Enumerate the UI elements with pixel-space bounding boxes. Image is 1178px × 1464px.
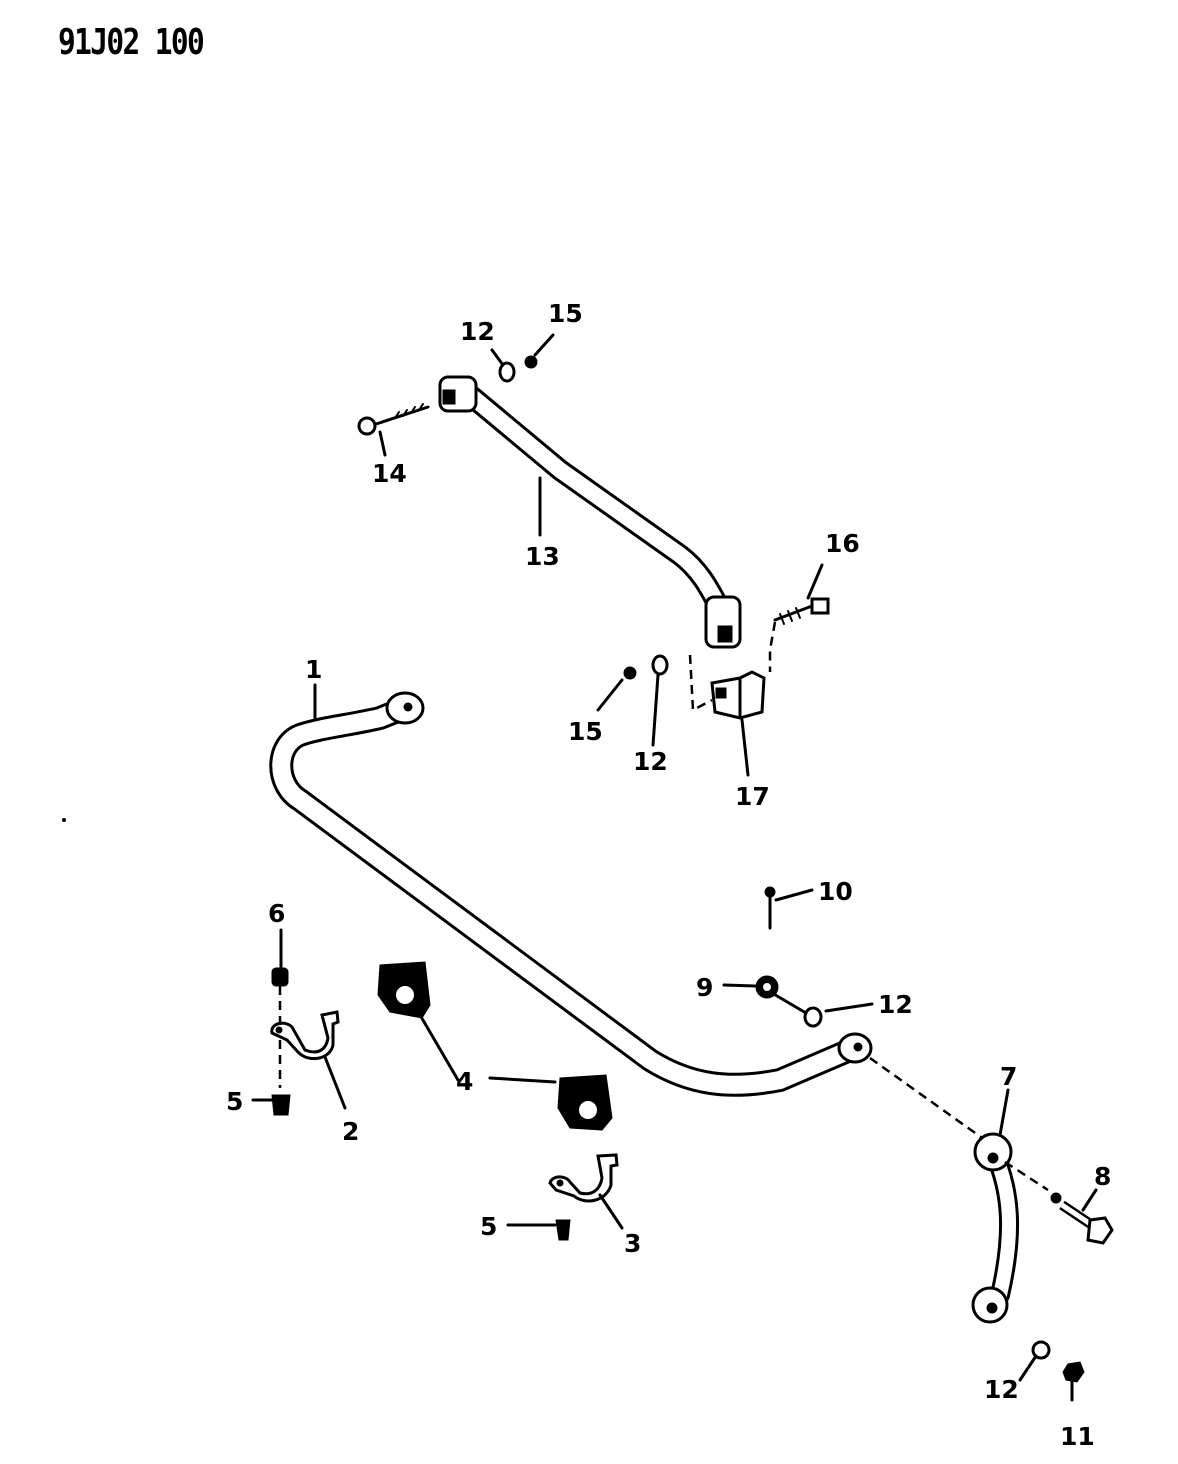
nut-9-hole xyxy=(763,983,771,991)
leader-lines xyxy=(251,333,1098,1382)
callout-15-top: 15 xyxy=(548,299,583,328)
callout-9: 9 xyxy=(696,973,713,1002)
callout-2: 2 xyxy=(342,1117,359,1146)
bolt-5-bottom xyxy=(555,1219,571,1241)
washer-12-mid xyxy=(651,654,669,676)
callout-labels: 1 2 3 4 5 5 6 7 8 9 10 11 12 12 12 12 13… xyxy=(226,299,1111,1451)
bolt-16 xyxy=(773,597,830,625)
callout-8: 8 xyxy=(1094,1162,1111,1191)
callout-15-mid: 15 xyxy=(568,717,603,746)
washer-12-right xyxy=(803,1006,823,1028)
track-bar xyxy=(438,375,742,649)
clamp-2 xyxy=(270,1010,340,1061)
callout-7: 7 xyxy=(1000,1062,1017,1091)
nut-15-top xyxy=(524,355,538,369)
nut-11 xyxy=(1062,1361,1085,1383)
clamp-3 xyxy=(548,1153,619,1203)
callout-12-bottom: 12 xyxy=(984,1375,1019,1404)
dash-bar-link xyxy=(869,1056,986,1142)
washer-12-bottom xyxy=(1031,1340,1051,1360)
callout-13: 13 xyxy=(525,542,560,571)
callout-12-mid: 12 xyxy=(633,747,668,776)
callout-6: 6 xyxy=(268,899,285,928)
callout-16: 16 xyxy=(825,529,860,558)
bolt-5-left xyxy=(271,1094,291,1116)
callout-4: 4 xyxy=(456,1067,473,1096)
bolt-14 xyxy=(357,403,430,436)
callout-10: 10 xyxy=(818,877,853,906)
diagram-code: 91J02 100 xyxy=(58,22,205,63)
bolt-8 xyxy=(1004,1160,1114,1245)
nut-6 xyxy=(271,967,289,987)
callout-11: 11 xyxy=(1060,1422,1095,1451)
bracket-17 xyxy=(688,621,777,720)
sway-bar xyxy=(269,691,873,1097)
washer-12-top xyxy=(498,361,516,383)
callout-17: 17 xyxy=(735,782,770,811)
callout-5-bottom: 5 xyxy=(480,1212,497,1241)
link-7 xyxy=(971,1132,1020,1324)
callout-5-left: 5 xyxy=(226,1087,243,1116)
callout-3: 3 xyxy=(624,1229,641,1258)
bushing-lower xyxy=(557,1074,613,1131)
bushing-upper xyxy=(377,961,431,1019)
nut-15-mid xyxy=(623,666,637,680)
callout-12-right: 12 xyxy=(878,990,913,1019)
callout-14: 14 xyxy=(372,459,407,488)
callout-1: 1 xyxy=(305,655,322,684)
leader-9-12 xyxy=(770,991,808,1015)
stray-dot xyxy=(62,818,66,822)
callout-12-top: 12 xyxy=(460,317,495,346)
bolt-10 xyxy=(764,886,776,930)
